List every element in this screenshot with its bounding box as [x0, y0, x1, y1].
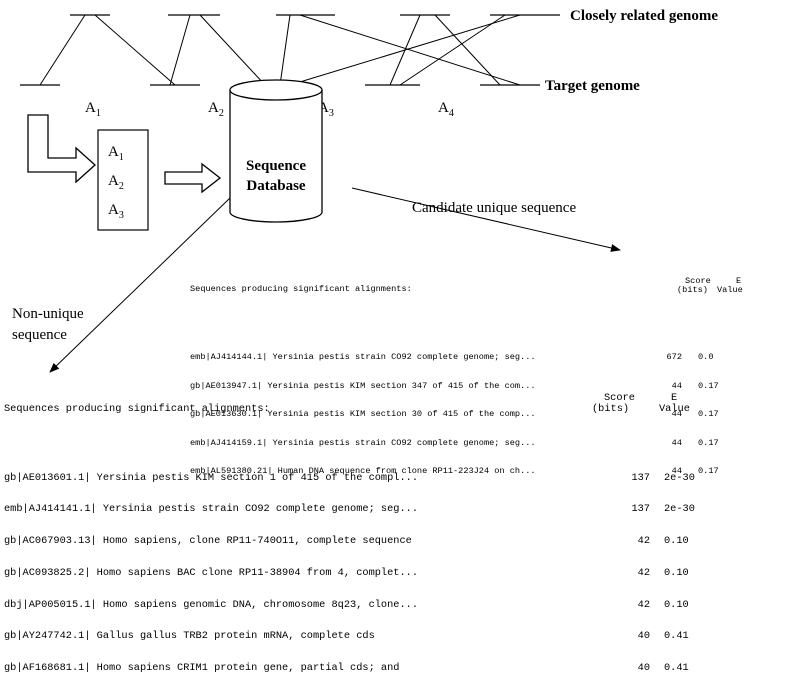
- blast-header-score: Score: [604, 392, 635, 405]
- blast-result-nonunique: Sequences producing significant alignmen…: [4, 374, 724, 684]
- blast-header-e: E: [671, 392, 678, 405]
- blast-row: emb|AJ414144.1| Yersinia pestis strain C…: [190, 352, 714, 362]
- database-label-line2: Database: [246, 178, 306, 194]
- blast-row: gb|AC067903.13| Homo sapiens, clone RP11…: [4, 535, 689, 548]
- blast-header-score: Score: [685, 276, 711, 286]
- database-label-line1: Sequence: [246, 158, 306, 174]
- candidate-arrow: [351, 187, 621, 252]
- blast-row: gb|AE013947.1| Yersinia pestis KIM secti…: [190, 380, 719, 391]
- blast-row: gb|AF168681.1| Homo sapiens CRIM1 protei…: [4, 662, 689, 675]
- blast-row: emb|AJ414159.1| Yersinia pestis strain C…: [190, 437, 719, 448]
- region-label: A4: [438, 100, 454, 119]
- blast-header-e: E: [736, 276, 742, 286]
- blast-row: dbj|AP005015.1| Homo sapiens genomic DNA…: [4, 598, 689, 611]
- region-label: A3: [318, 100, 334, 119]
- blast-header-title: Sequences producing significant alignmen…: [4, 403, 270, 416]
- blast-row: emb|AJ414141.1| Yersinia pestis strain C…: [4, 503, 695, 516]
- related-genome-label: Closely related genome: [570, 8, 718, 24]
- synteny-link: [279, 14, 291, 86]
- region-label: A2: [208, 100, 224, 119]
- blast-row: gb|AY247742.1| Gallus gallus TRB2 protei…: [4, 630, 689, 643]
- blast-header-title: Sequences producing significant alignmen…: [190, 284, 412, 294]
- synteny-link: [289, 14, 521, 86]
- candidate-label: Candidate unique sequence: [412, 200, 576, 216]
- blast-header-bits: (bits): [677, 285, 708, 295]
- blast-row: gb|AE013630.1| Yersinia pestis KIM secti…: [190, 409, 719, 419]
- blast-header-value: Value: [717, 285, 743, 295]
- blast-row: gb|AE013601.1| Yersinia pestis KIM secti…: [4, 471, 695, 484]
- blast-header-value: Value: [659, 403, 690, 416]
- query-sequence-box: [97, 129, 149, 231]
- query-item: A1: [108, 144, 124, 163]
- synteny-link: [94, 14, 176, 86]
- extract-arrow: [27, 114, 96, 184]
- blast-row: emb|AL591380.21| Human DNA sequence from…: [190, 466, 719, 476]
- synteny-link: [434, 14, 501, 86]
- synteny-link: [299, 14, 521, 86]
- query-item: A2: [108, 173, 124, 192]
- query-arrow: [164, 162, 222, 194]
- sequence-database: [229, 79, 323, 223]
- blast-header-bits: (bits): [592, 403, 630, 416]
- synteny-link: [39, 14, 86, 86]
- synteny-link: [199, 14, 266, 86]
- synteny-links: [39, 14, 521, 86]
- genome-comparison-diagram: Closely related genome Target genome A1 …: [12, 8, 718, 373]
- query-item: A3: [108, 202, 124, 221]
- blast-result-candidate: Sequences producing significant alignmen…: [190, 258, 743, 486]
- region-label: A1: [85, 100, 101, 119]
- synteny-link: [399, 14, 506, 86]
- blast-row: gb|AC093825.2| Homo sapiens BAC clone RP…: [4, 566, 689, 579]
- nonunique-label-line2: sequence: [12, 327, 67, 343]
- nonunique-label-line1: Non-unique: [12, 306, 84, 322]
- nonunique-arrow: [49, 197, 231, 373]
- synteny-link: [169, 14, 191, 86]
- target-genome-label: Target genome: [545, 78, 640, 94]
